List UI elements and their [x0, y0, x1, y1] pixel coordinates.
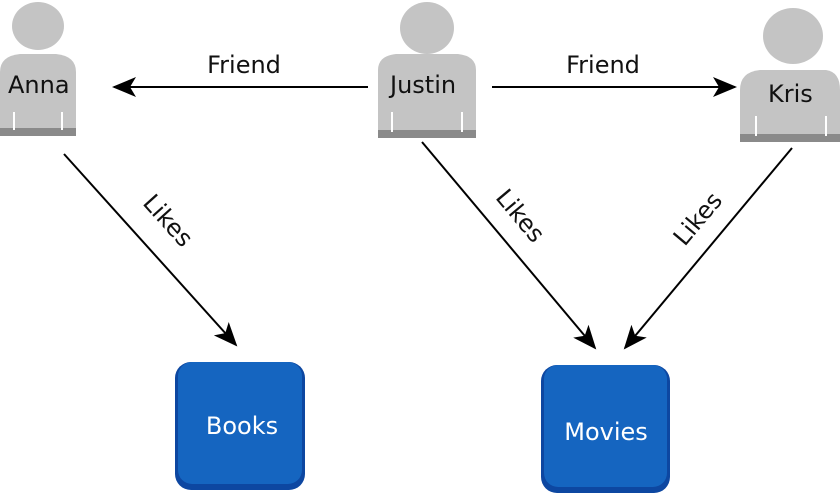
- edge-line: [623, 147, 793, 350]
- edge-label-likes-kris: Likes: [668, 187, 728, 251]
- edge-line: [421, 141, 597, 350]
- person-node-anna: Anna: [0, 2, 76, 136]
- item-node-books: Books: [175, 362, 305, 490]
- edge-label-likes-justin: Likes: [490, 184, 550, 248]
- item-node-movies: Movies: [541, 365, 670, 493]
- edge-kris-movies: Likes: [623, 147, 793, 350]
- person-node-kris: Kris: [740, 8, 840, 142]
- edge-justin-anna: Friend: [112, 51, 368, 97]
- edge-anna-books: Likes: [63, 153, 238, 347]
- edge-label-friend-left: Friend: [207, 51, 281, 79]
- edge-justin-kris: Friend: [492, 51, 737, 97]
- person-icon: [740, 8, 840, 142]
- books-box: [178, 362, 302, 484]
- edge-justin-movies: Likes: [421, 141, 597, 350]
- person-icon: [0, 2, 76, 136]
- edge-line: [63, 153, 238, 347]
- person-node-justin: Justin: [378, 2, 476, 138]
- person-label-kris: Kris: [768, 80, 813, 108]
- edge-label-likes-anna: Likes: [137, 189, 198, 253]
- person-label-anna: Anna: [8, 71, 70, 99]
- movies-box: [544, 365, 667, 487]
- edge-label-friend-right: Friend: [566, 51, 640, 79]
- item-label-books: Books: [206, 412, 278, 440]
- item-label-movies: Movies: [564, 418, 648, 446]
- person-icon: [378, 2, 476, 138]
- person-label-justin: Justin: [388, 71, 456, 99]
